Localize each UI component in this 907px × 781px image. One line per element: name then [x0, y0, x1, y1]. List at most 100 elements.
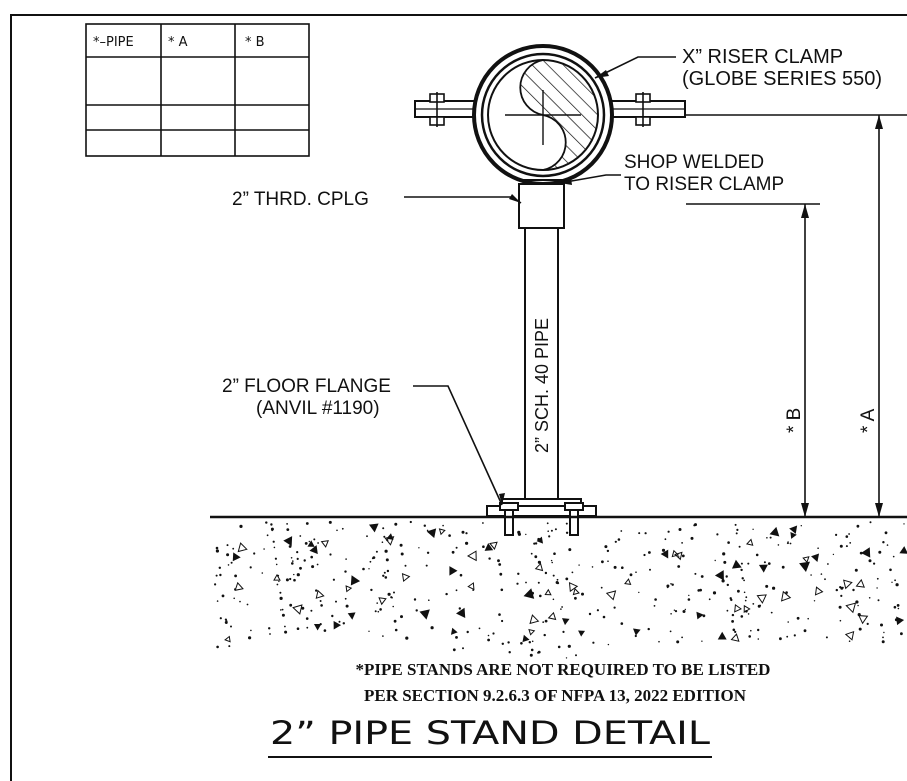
aggregate-dot — [565, 531, 569, 534]
aggregate-stone — [731, 559, 742, 569]
aggregate-dot — [838, 605, 842, 609]
aggregate-dot — [268, 627, 271, 630]
aggregate-dot — [769, 536, 772, 539]
aggregate-stone — [660, 549, 669, 559]
aggregate-stone — [292, 604, 303, 615]
aggregate-dot — [613, 565, 617, 569]
aggregate-dot — [747, 613, 750, 615]
aggregate-dot — [716, 533, 719, 536]
shop-welded-label-2: TO RISER CLAMP — [624, 174, 784, 195]
pipe-schedule-table — [85, 23, 310, 157]
aggregate-dot — [734, 523, 737, 526]
aggregate-dot — [344, 597, 347, 600]
aggregate-dot — [884, 531, 888, 535]
aggregate-dot — [664, 538, 667, 541]
aggregate-dot — [301, 606, 305, 610]
concrete-slab-hatch — [214, 520, 907, 659]
aggregate-dot — [644, 532, 647, 535]
aggregate-dot — [810, 574, 812, 576]
aggregate-dot — [371, 557, 374, 560]
aggregate-dot — [745, 596, 748, 599]
aggregate-dot — [681, 636, 683, 639]
aggregate-dot — [722, 552, 726, 556]
aggregate-dot — [534, 542, 538, 545]
aggregate-dot — [690, 536, 694, 540]
aggregate-stone — [674, 551, 683, 561]
aggregate-dot — [374, 610, 377, 613]
aggregate-dot — [606, 549, 610, 553]
aggregate-stone — [333, 620, 342, 630]
aggregate-dot — [731, 613, 735, 617]
aggregate-dot — [654, 598, 657, 601]
aggregate-dot — [727, 541, 730, 544]
aggregate-stone — [843, 579, 853, 590]
aggregate-dot — [426, 551, 430, 554]
aggregate-dot — [459, 573, 463, 577]
aggregate-dot — [565, 577, 569, 581]
aggregate-dot — [487, 638, 490, 642]
aggregate-dot — [320, 604, 323, 607]
aggregate-dot — [387, 592, 391, 596]
aggregate-dot — [607, 643, 610, 646]
aggregate-dot — [852, 588, 855, 592]
aggregate-dot — [288, 545, 292, 548]
aggregate-dot — [452, 648, 456, 652]
aggregate-dot — [765, 584, 769, 588]
aggregate-dot — [500, 588, 504, 592]
aggregate-dot — [647, 627, 650, 631]
aggregate-dot — [415, 609, 418, 612]
aggregate-dot — [649, 568, 651, 571]
aggregate-stone — [633, 628, 641, 636]
aggregate-dot — [393, 591, 395, 594]
aggregate-dot — [876, 577, 879, 580]
aggregate-dot — [310, 609, 313, 612]
aggregate-dot — [557, 645, 561, 649]
aggregate-dot — [766, 537, 768, 539]
aggregate-dot — [296, 551, 299, 554]
aggregate-dot — [581, 592, 584, 596]
aggregate-dot — [366, 535, 368, 538]
aggregate-dot — [273, 546, 276, 549]
floor-flange-model-label: (ANVIL #1190) — [256, 398, 380, 419]
aggregate-dot — [488, 557, 491, 560]
aggregate-dot — [845, 545, 848, 548]
aggregate-dot — [750, 629, 752, 632]
aggregate-dot — [793, 634, 796, 637]
aggregate-dot — [878, 550, 882, 554]
aggregate-dot — [517, 572, 520, 575]
aggregate-dot — [873, 562, 876, 565]
aggregate-dot — [379, 608, 382, 611]
aggregate-dot — [840, 586, 844, 590]
aggregate-dot — [678, 528, 682, 531]
aggregate-dot — [681, 554, 685, 558]
aggregate-stone — [899, 546, 907, 554]
aggregate-stone — [368, 523, 379, 533]
aggregate-stone — [224, 635, 231, 643]
aggregate-dot — [296, 557, 299, 561]
aggregate-stone — [449, 566, 458, 576]
aggregate-dot — [744, 599, 747, 602]
aggregate-dot — [214, 583, 217, 586]
aggregate-dot — [286, 528, 290, 531]
riser-clamp-label: X” RISER CLAMP — [682, 46, 843, 68]
aggregate-dot — [224, 621, 228, 624]
aggregate-dot — [530, 648, 534, 652]
aggregate-dot — [621, 566, 624, 569]
aggregate-dot — [391, 596, 393, 599]
aggregate-dot — [748, 635, 751, 638]
aggregate-dot — [752, 528, 754, 530]
aggregate-dot — [289, 603, 293, 607]
aggregate-dot — [226, 553, 230, 557]
table-header-a: * A — [168, 35, 188, 50]
floor-flange-label: 2” FLOOR FLANGE — [222, 376, 391, 397]
aggregate-dot — [230, 625, 232, 628]
aggregate-dot — [292, 560, 294, 562]
aggregate-dot — [726, 609, 729, 612]
aggregate-dot — [537, 651, 540, 654]
aggregate-dot — [382, 527, 385, 530]
aggregate-dot — [393, 619, 397, 623]
aggregate-dot — [697, 589, 700, 592]
aggregate-dot — [552, 574, 555, 577]
aggregate-dot — [230, 561, 233, 564]
aggregate-dot — [280, 609, 282, 611]
